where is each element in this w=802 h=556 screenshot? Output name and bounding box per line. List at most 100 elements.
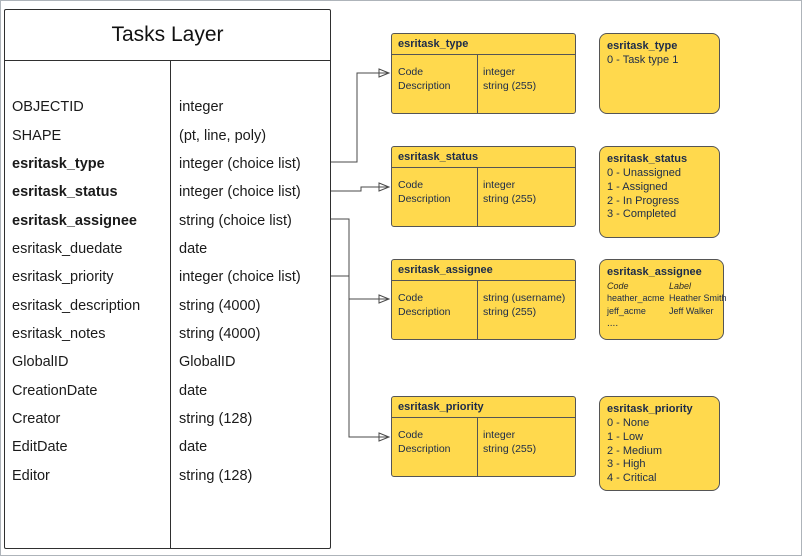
entity-esritask-assignee: esritask_assignee Code Description strin… bbox=[391, 259, 576, 340]
field-name: Creator bbox=[12, 410, 61, 427]
attribute-name: Code bbox=[398, 292, 424, 304]
field-type: string (128) bbox=[179, 467, 253, 484]
attribute-name: Description bbox=[398, 79, 451, 92]
domain-value-item: 3 - High bbox=[607, 458, 646, 471]
domain-value-item: 0 - None bbox=[607, 417, 650, 429]
field-type: string (128) bbox=[179, 410, 253, 427]
attribute-type: string (255) bbox=[483, 442, 537, 455]
field-name: esritask_type bbox=[12, 155, 105, 172]
domain-value-item: 4 - Critical bbox=[607, 472, 657, 485]
domain-values-title: esritask_status bbox=[607, 153, 688, 165]
field-name: esritask_assignee bbox=[12, 212, 137, 229]
field-type: date bbox=[179, 382, 208, 399]
field-type: GlobalID bbox=[179, 354, 236, 371]
field-row: esritask_description string (4000) bbox=[5, 291, 330, 319]
domain-values-table: Code Label heather_acme Heather Smith je… bbox=[607, 280, 727, 318]
domain-value-item: 1 - Low bbox=[607, 430, 644, 443]
domain-value-item: 0 - Unassigned bbox=[607, 167, 681, 179]
field-type: string (4000) bbox=[179, 297, 261, 314]
field-name: esritask_status bbox=[12, 184, 118, 201]
field-row: esritask_type integer (choice list) bbox=[5, 150, 330, 178]
entity-body: Code Description integer string (255) bbox=[392, 55, 575, 113]
field-name: esritask_description bbox=[12, 297, 141, 314]
domain-values-title: esritask_assignee bbox=[607, 266, 702, 278]
value-code: jeff_acme bbox=[607, 306, 646, 316]
field-name: SHAPE bbox=[12, 127, 62, 144]
field-type: date bbox=[179, 439, 208, 456]
entity-esritask-status: esritask_status Code Description integer… bbox=[391, 146, 576, 227]
value-code: heather_acme bbox=[607, 293, 665, 303]
attribute-type: string (username) bbox=[483, 292, 566, 304]
attribute-type: integer bbox=[483, 429, 516, 441]
attribute-name: Description bbox=[398, 442, 451, 455]
domain-value-item: 1 - Assigned bbox=[607, 180, 668, 193]
entity-esritask-type: esritask_type Code Description integer s… bbox=[391, 33, 576, 114]
field-row: Creator string (128) bbox=[5, 405, 330, 433]
domain-value-item: 3 - Completed bbox=[607, 208, 677, 221]
attribute-name: Description bbox=[398, 192, 451, 205]
connector-esritask-type bbox=[331, 68, 391, 163]
field-row: esritask_priority integer (choice list) bbox=[5, 263, 330, 291]
more-values-ellipsis: .... bbox=[607, 318, 619, 329]
domain-value-item: 0 - Task type 1 bbox=[607, 54, 679, 66]
attribute-type: string (255) bbox=[483, 79, 537, 92]
field-type: integer (choice list) bbox=[179, 184, 301, 201]
attribute-type: string (255) bbox=[483, 192, 537, 205]
entity-title: esritask_assignee bbox=[392, 260, 575, 281]
connector-esritask-status bbox=[331, 182, 391, 192]
field-name: EditDate bbox=[12, 439, 68, 456]
field-name: CreationDate bbox=[12, 382, 98, 399]
field-row: esritask_assignee string (choice list) bbox=[5, 206, 330, 234]
field-list: OBJECTID integer SHAPE (pt, line, poly) es… bbox=[5, 60, 330, 548]
entity-title: esritask_type bbox=[392, 34, 575, 55]
field-name: esritask_duedate bbox=[12, 240, 123, 257]
field-type: integer (choice list) bbox=[179, 155, 301, 172]
entity-body: Code Description integer string (255) bbox=[392, 168, 575, 226]
domain-values-esritask-assignee: esritask_assignee Code Label heather_acm… bbox=[599, 259, 727, 340]
field-row: esritask_status integer (choice list) bbox=[5, 178, 330, 206]
attribute-type: integer bbox=[483, 66, 516, 78]
column-divider bbox=[170, 60, 171, 548]
field-type: date bbox=[179, 240, 208, 257]
attribute-name: Code bbox=[398, 66, 424, 78]
attribute-type: string (255) bbox=[483, 305, 537, 318]
domain-value-item: 2 - Medium bbox=[607, 444, 663, 457]
domain-values-title: esritask_priority bbox=[607, 403, 693, 415]
tasks-layer-title: Tasks Layer bbox=[5, 10, 330, 61]
domain-values-esritask-priority: esritask_priority 0 - None 1 - Low 2 - M… bbox=[599, 396, 720, 491]
domain-values-title: esritask_type bbox=[607, 40, 678, 52]
domain-values-esritask-status: esritask_status 0 - Unassigned 1 - Assig… bbox=[599, 146, 720, 238]
field-row: esritask_notes string (4000) bbox=[5, 320, 330, 348]
connector-esritask-priority bbox=[331, 275, 391, 442]
field-name: GlobalID bbox=[12, 354, 69, 371]
field-name: OBJECTID bbox=[12, 99, 84, 116]
field-name: esritask_priority bbox=[12, 269, 114, 286]
domain-value-item: 2 - In Progress bbox=[607, 194, 680, 207]
connector-esritask-assignee bbox=[331, 218, 391, 304]
field-type: (pt, line, poly) bbox=[179, 127, 267, 144]
domain-values-esritask-type: esritask_type 0 - Task type 1 bbox=[599, 33, 720, 114]
field-type: string (4000) bbox=[179, 325, 261, 342]
entity-title: esritask_priority bbox=[392, 397, 575, 418]
field-row: SHAPE (pt, line, poly) bbox=[5, 121, 330, 149]
value-column-header: Code bbox=[607, 281, 629, 291]
entity-body: Code Description integer string (255) bbox=[392, 418, 575, 476]
field-row: GlobalID GlobalID bbox=[5, 348, 330, 376]
field-row: CreationDate date bbox=[5, 376, 330, 404]
entity-title: esritask_status bbox=[392, 147, 575, 168]
attribute-type: integer bbox=[483, 179, 516, 191]
field-row: OBJECTID integer bbox=[5, 93, 330, 121]
field-row: EditDate date bbox=[5, 433, 330, 461]
field-type: integer (choice list) bbox=[179, 269, 301, 286]
value-label: Jeff Walker bbox=[669, 306, 714, 316]
attribute-name: Description bbox=[398, 305, 451, 318]
attribute-name: Code bbox=[398, 179, 424, 191]
attribute-name: Code bbox=[398, 429, 424, 441]
value-column-header: Label bbox=[669, 281, 692, 291]
field-type: string (choice list) bbox=[179, 212, 292, 229]
field-type: integer bbox=[179, 99, 224, 116]
field-row: esritask_duedate date bbox=[5, 235, 330, 263]
field-name: esritask_notes bbox=[12, 325, 106, 342]
